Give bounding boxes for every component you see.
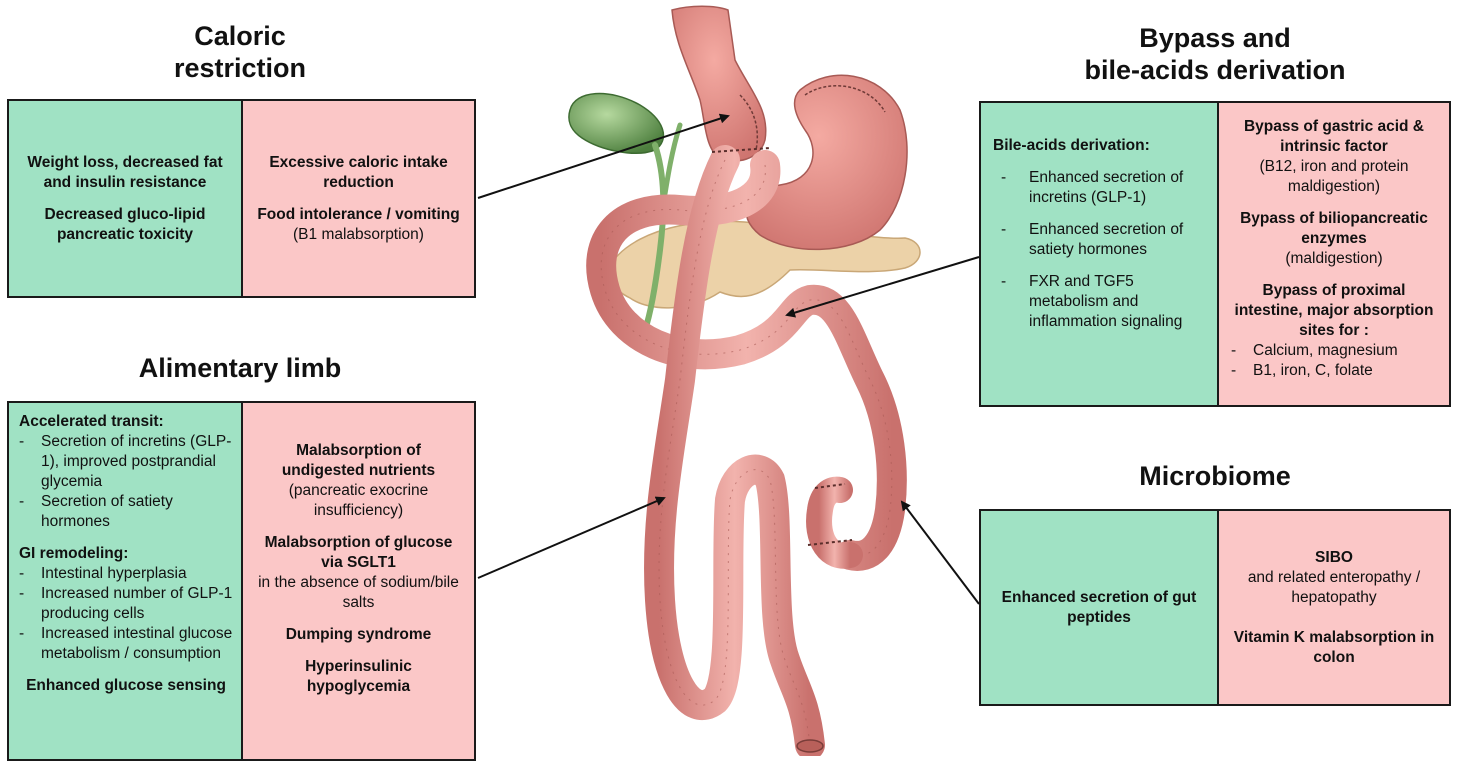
caloric-drawback-2: Food intolerance / vomiting bbox=[257, 205, 459, 225]
list-item: -Enhanced secretion of incretins (GLP-1) bbox=[993, 168, 1209, 208]
bypass-gastric-acid-detail: (B12, iron and protein maldigestion) bbox=[1227, 157, 1441, 197]
list-item: -Secretion of satiety hormones bbox=[19, 492, 233, 532]
sibo-detail: and related enteropathy / hepatopathy bbox=[1229, 568, 1439, 608]
microbiome-drawbacks-cell: SIBO and related enteropathy / hepatopat… bbox=[1219, 511, 1449, 704]
dumping-syndrome: Dumping syndrome bbox=[253, 625, 464, 645]
caloric-restriction-title: Caloric restriction bbox=[140, 20, 340, 84]
microbiome-title-text: Microbiome bbox=[1139, 461, 1291, 491]
caloric-benefit-2: Decreased gluco-lipid pancreatic toxicit… bbox=[17, 205, 233, 245]
bypass-enzymes-heading: Bypass of biliopancreatic enzymes bbox=[1227, 209, 1441, 249]
list-item: -Secretion of incretins (GLP-1), improve… bbox=[19, 432, 233, 492]
list-item: -Increased intestinal glucose metabolism… bbox=[19, 624, 233, 664]
malabsorption-glucose-heading: Malabsorption of glucose via SGLT1 bbox=[253, 533, 464, 573]
bypass-enzymes-detail: (maldigestion) bbox=[1227, 249, 1441, 269]
list-item: -Enhanced secretion of satiety hormones bbox=[993, 220, 1209, 260]
hyperinsulinic-hypoglycemia: Hyperinsulinic hypoglycemia bbox=[253, 657, 464, 697]
accelerated-transit-heading: Accelerated transit: bbox=[19, 412, 233, 432]
gi-remodeling-heading: GI remodeling: bbox=[19, 544, 233, 564]
bypass-title-line1: Bypass and bbox=[1139, 23, 1291, 53]
malabsorption-nutrients-heading: Malabsorption of undigested nutrients bbox=[253, 441, 464, 481]
microbiome-title: Microbiome bbox=[1110, 460, 1320, 492]
alimentary-limb-panel: Accelerated transit: -Secretion of incre… bbox=[7, 401, 476, 761]
caloric-title-line1: Caloric bbox=[194, 21, 286, 51]
bypass-drawbacks-cell: Bypass of gastric acid & intrinsic facto… bbox=[1219, 103, 1449, 405]
list-item: -FXR and TGF5 metabolism and inflammatio… bbox=[993, 272, 1209, 332]
caloric-drawback-2-detail: (B1 malabsorption) bbox=[293, 225, 424, 245]
alimentary-drawbacks-cell: Malabsorption of undigested nutrients (p… bbox=[243, 403, 474, 759]
bypass-gastric-acid-heading: Bypass of gastric acid & intrinsic facto… bbox=[1227, 117, 1441, 157]
list-item: -Calcium, magnesium bbox=[1227, 341, 1441, 361]
caloric-benefit-1: Weight loss, decreased fat and insulin r… bbox=[17, 153, 233, 193]
bypass-title-line2: bile-acids derivation bbox=[1084, 55, 1345, 85]
caloric-drawbacks-cell: Excessive caloric intake reduction Food … bbox=[243, 101, 474, 296]
caloric-benefits-cell: Weight loss, decreased fat and insulin r… bbox=[9, 101, 243, 296]
alimentary-limb-title: Alimentary limb bbox=[100, 352, 380, 384]
microbiome-panel: Enhanced secretion of gut peptides SIBO … bbox=[979, 509, 1451, 706]
microbiome-benefits-cell: Enhanced secretion of gut peptides bbox=[981, 511, 1219, 704]
alimentary-title-text: Alimentary limb bbox=[139, 353, 342, 383]
glucose-sensing-heading: Enhanced glucose sensing bbox=[19, 676, 233, 696]
vitamin-k-text: Vitamin K malabsorption in colon bbox=[1229, 628, 1439, 668]
list-item: -B1, iron, C, folate bbox=[1227, 361, 1441, 381]
bypass-title: Bypass and bile-acids derivation bbox=[1040, 22, 1390, 86]
caloric-restriction-panel: Weight loss, decreased fat and insulin r… bbox=[7, 99, 476, 298]
gut-peptides-text: Enhanced secretion of gut peptides bbox=[995, 588, 1203, 628]
bypass-panel: Bile-acids derivation: -Enhanced secreti… bbox=[979, 101, 1451, 407]
list-item: -Intestinal hyperplasia bbox=[19, 564, 233, 584]
bypass-proximal-heading: Bypass of proximal intestine, major abso… bbox=[1227, 281, 1441, 341]
alimentary-benefits-cell: Accelerated transit: -Secretion of incre… bbox=[9, 403, 243, 759]
caloric-title-line2: restriction bbox=[174, 53, 306, 83]
gallbladder bbox=[569, 94, 664, 154]
list-item: -Increased number of GLP-1 producing cel… bbox=[19, 584, 233, 624]
sibo-heading: SIBO bbox=[1315, 548, 1353, 568]
bile-acids-heading: Bile-acids derivation: bbox=[993, 136, 1209, 156]
malabsorption-glucose-detail: in the absence of sodium/bile salts bbox=[253, 573, 464, 613]
caloric-drawback-1: Excessive caloric intake reduction bbox=[253, 153, 464, 193]
bile-acids-cell: Bile-acids derivation: -Enhanced secreti… bbox=[981, 103, 1219, 405]
malabsorption-nutrients-detail: (pancreatic exocrine insufficiency) bbox=[253, 481, 464, 521]
common-limb bbox=[819, 490, 850, 556]
esophagus bbox=[672, 6, 766, 161]
